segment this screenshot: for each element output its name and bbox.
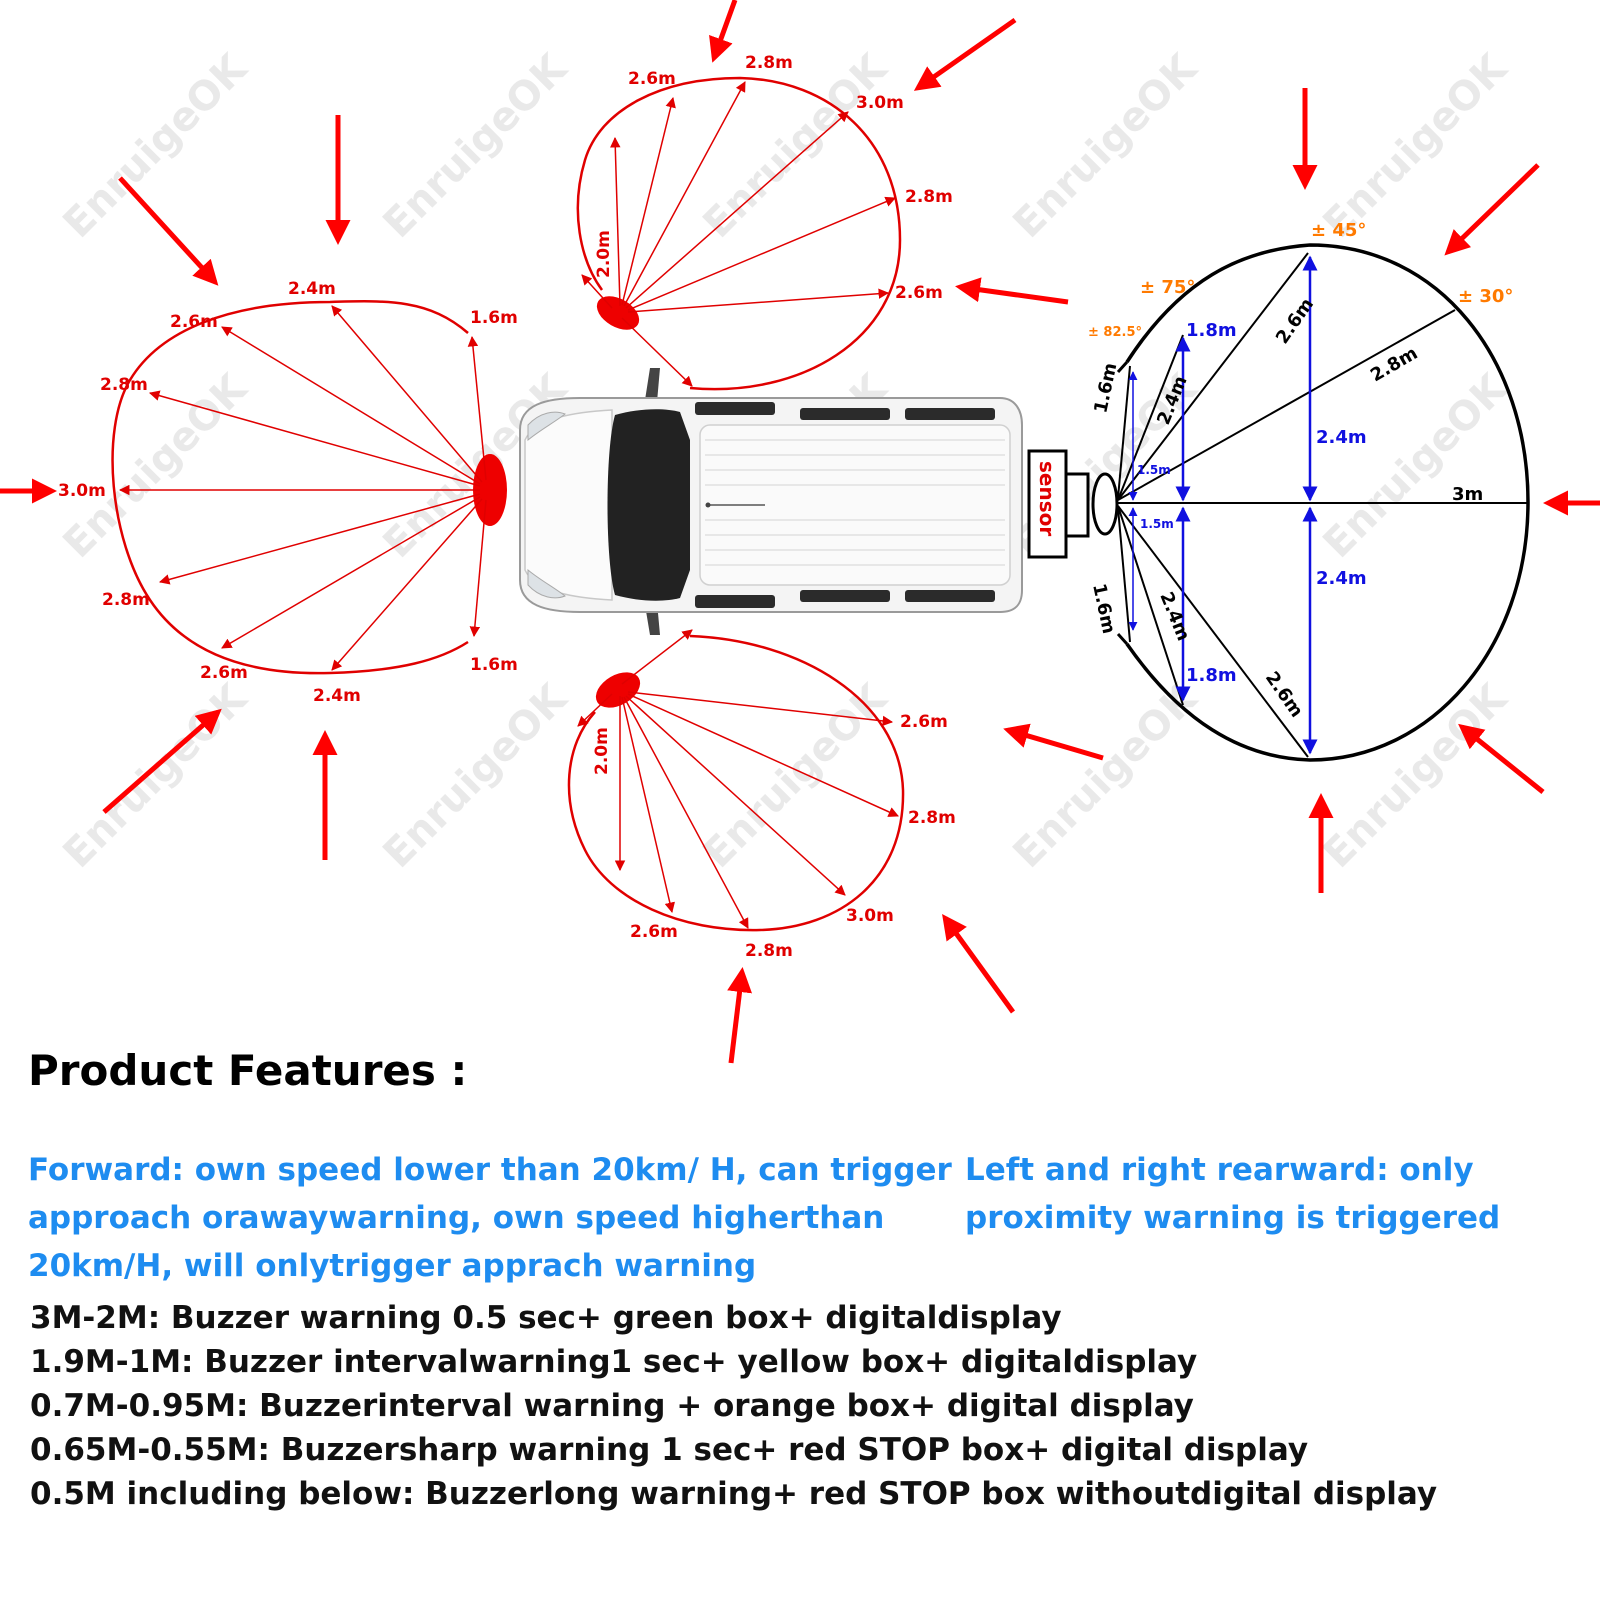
headlight bbox=[527, 411, 566, 442]
vehicle-hood bbox=[524, 409, 613, 601]
right-rear-label: 2.0m bbox=[592, 727, 612, 775]
left-rear-label: 2.8m bbox=[745, 53, 793, 73]
right-rear-label: 2.8m bbox=[745, 941, 793, 961]
rear-blue-label: 1.8m bbox=[1186, 320, 1237, 341]
headlight bbox=[527, 568, 566, 599]
side-window bbox=[800, 590, 890, 602]
forward-description: Forward: own speed lower than 20km/ H, c… bbox=[28, 1152, 952, 1284]
watermark: EnruigeOK bbox=[695, 44, 898, 247]
sensor-coverage-diagram: EnruigeOK EnruigeOK EnruigeOK EnruigeOK … bbox=[0, 0, 1600, 1064]
left-rear-sensor bbox=[596, 296, 640, 330]
watermark: EnruigeOK bbox=[1315, 364, 1518, 567]
right-rear-label: 2.6m bbox=[630, 922, 678, 942]
left-rear-label: 2.6m bbox=[628, 69, 676, 89]
incoming-arrow bbox=[955, 277, 1069, 305]
incoming-arrow bbox=[709, 0, 738, 63]
features-title: Product Features : bbox=[28, 1046, 468, 1095]
rear-angle-label: ± 82.5° bbox=[1088, 325, 1142, 340]
watermark: EnruigeOK bbox=[375, 674, 578, 877]
incoming-arrow bbox=[942, 913, 1016, 1014]
rear-angle-label: ± 30° bbox=[1458, 286, 1513, 307]
sensor-box bbox=[1027, 449, 1068, 559]
right-rear-label: 2.8m bbox=[908, 808, 956, 828]
rear-distance-label: 2.6m bbox=[1261, 668, 1307, 722]
incoming-arrow bbox=[118, 176, 219, 286]
right-rear-zone-boundary bbox=[567, 634, 905, 932]
left-rear-zone: 2.6m 2.8m 3.0m 2.8m 2.6m 2.0m bbox=[576, 53, 953, 391]
windshield bbox=[607, 409, 690, 601]
watermark: EnruigeOK bbox=[375, 44, 578, 247]
right-rear-label: 2.6m bbox=[900, 712, 948, 732]
left-rear-label: 3.0m bbox=[856, 93, 904, 113]
side-window bbox=[695, 402, 775, 415]
front-label: 2.6m bbox=[200, 663, 248, 683]
front-label: 1.6m bbox=[470, 655, 518, 675]
incoming-arrow bbox=[1444, 163, 1540, 256]
rear-distance-label: 3m bbox=[1452, 484, 1483, 505]
left-rear-label: 2.0m bbox=[594, 230, 614, 278]
rear-blue-label: 2.4m bbox=[1316, 568, 1367, 589]
rear-angle-label: ± 45° bbox=[1311, 220, 1366, 241]
side-window bbox=[695, 595, 775, 608]
rear-zone: ± 45° ± 75° ± 30° ± 82.5° 2.6m 2.8m 1.6m… bbox=[1088, 220, 1530, 762]
watermark: EnruigeOK bbox=[1315, 674, 1518, 877]
front-rays bbox=[118, 305, 487, 671]
rearward-description: Left and right rearward: only proximity … bbox=[965, 1152, 1501, 1236]
spec-item: 0.5M including below: Buzzerlong warning… bbox=[30, 1476, 1438, 1512]
sensor-label: sensor bbox=[1035, 461, 1059, 536]
right-rear-rays bbox=[577, 629, 899, 929]
roof-ribs bbox=[705, 439, 1005, 566]
watermark: EnruigeOK bbox=[1005, 674, 1208, 877]
spec-item: 3M-2M: Buzzer warning 0.5 sec+ green box… bbox=[30, 1300, 1062, 1336]
front-label: 2.8m bbox=[102, 590, 150, 610]
front-label: 1.6m bbox=[470, 308, 518, 328]
rear-sensor-unit: sensor bbox=[1027, 449, 1119, 559]
rear-distance-label: 2.8m bbox=[1367, 343, 1421, 387]
spec-item: 1.9M-1M: Buzzer intervalwarning1 sec+ ye… bbox=[30, 1344, 1198, 1380]
front-label: 2.4m bbox=[313, 686, 361, 706]
left-rear-label: 2.6m bbox=[895, 283, 943, 303]
side-window bbox=[905, 408, 995, 420]
warning-spec-list: 3M-2M: Buzzer warning 0.5 sec+ green box… bbox=[30, 1296, 1570, 1516]
rear-blue-label: 1.5m bbox=[1137, 463, 1171, 477]
left-rear-zone-boundary bbox=[576, 76, 902, 391]
incoming-arrow bbox=[1458, 723, 1545, 794]
front-label: 3.0m bbox=[58, 481, 106, 501]
vehicle-top-view bbox=[519, 368, 1023, 635]
side-window bbox=[800, 408, 890, 420]
rear-angle-label: ± 75° bbox=[1140, 277, 1195, 298]
rear-blue-dimensions bbox=[1128, 255, 1318, 755]
watermark: EnruigeOK bbox=[55, 674, 258, 877]
incoming-arrow bbox=[102, 708, 222, 814]
incoming-arrow bbox=[1003, 723, 1104, 761]
incoming-arrows bbox=[0, 0, 1600, 1064]
front-label: 2.6m bbox=[170, 312, 218, 332]
rear-distance-label: 1.6m bbox=[1088, 582, 1119, 636]
left-rear-rays bbox=[581, 81, 896, 387]
rear-distance-label: 1.6m bbox=[1090, 361, 1121, 415]
right-rear-zone: 2.6m 2.8m 3.0m 2.8m 2.6m 2.0m bbox=[567, 629, 956, 961]
sensor-mount bbox=[1064, 472, 1090, 538]
rear-blue-label: 1.5m bbox=[1140, 517, 1174, 531]
side-window bbox=[905, 590, 995, 602]
front-label: 2.4m bbox=[288, 279, 336, 299]
right-rear-label: 3.0m bbox=[846, 906, 894, 926]
front-zone: 3.0m 2.8m 2.6m 2.4m 1.6m 2.8m 2.6m 2.4m … bbox=[58, 279, 518, 706]
rear-blue-label: 1.8m bbox=[1186, 665, 1237, 686]
incoming-arrow bbox=[913, 17, 1017, 91]
sensor-lens bbox=[1091, 472, 1119, 536]
rear-blue-label: 2.4m bbox=[1316, 427, 1367, 448]
spec-item: 0.65M-0.55M: Buzzersharp warning 1 sec+ … bbox=[30, 1432, 1309, 1468]
left-mirror bbox=[645, 368, 660, 402]
front-zone-boundary bbox=[111, 300, 469, 675]
front-sensor bbox=[473, 454, 507, 526]
front-label: 2.8m bbox=[100, 375, 148, 395]
watermark: EnruigeOK bbox=[1005, 44, 1208, 247]
spec-item: 0.7M-0.95M: Buzzerinterval warning + ora… bbox=[30, 1388, 1194, 1424]
vehicle-roof bbox=[699, 424, 1011, 586]
left-rear-label: 2.8m bbox=[905, 187, 953, 207]
incoming-arrow bbox=[727, 967, 753, 1064]
